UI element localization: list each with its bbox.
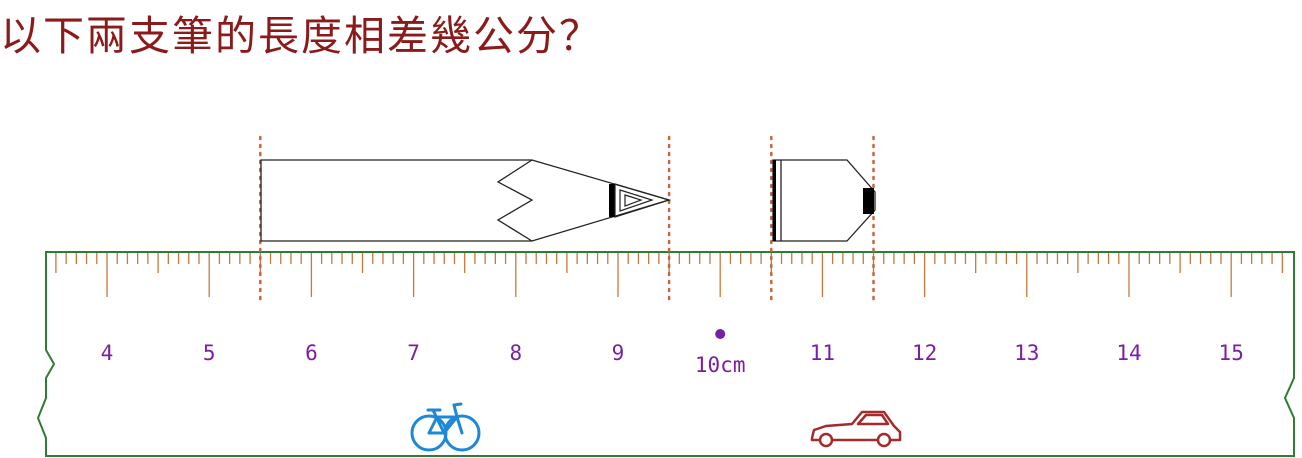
ruler-ticks bbox=[55, 253, 1283, 297]
ruler-label: 14 bbox=[1116, 341, 1141, 365]
ruler-label: 7 bbox=[407, 341, 420, 365]
ruler-label: 5 bbox=[203, 341, 216, 365]
ruler-label: 12 bbox=[912, 341, 937, 365]
short-pencil-end bbox=[773, 160, 776, 241]
long-pencil-body bbox=[260, 159, 672, 242]
ruler-label: 4 bbox=[101, 341, 114, 365]
long-pencil-sharpened-edge bbox=[496, 159, 534, 242]
long-pencil-lead-tip bbox=[614, 183, 672, 218]
ruler-label: 11 bbox=[810, 341, 835, 365]
ruler-label: 10cm bbox=[695, 353, 746, 377]
ten-cm-marker bbox=[715, 329, 726, 339]
bicycle-icon bbox=[410, 402, 481, 452]
long-pencil bbox=[260, 159, 672, 242]
short-pencil bbox=[772, 159, 876, 242]
short-pencil-body bbox=[772, 159, 876, 242]
long-pencil-lead-band bbox=[609, 184, 615, 217]
ruler-label: 13 bbox=[1014, 341, 1039, 365]
ruler-label: 9 bbox=[612, 341, 625, 365]
short-pencil-lead-tip bbox=[863, 188, 874, 214]
car-icon bbox=[810, 410, 902, 448]
ruler-labels: 4 5 6 7 8 9 10cm 11 12 13 14 15 bbox=[101, 341, 1244, 377]
ruler-body bbox=[36, 251, 1295, 457]
ruler-label: 8 bbox=[509, 341, 522, 365]
ruler: 4 5 6 7 8 9 10cm 11 12 13 14 15 bbox=[36, 251, 1295, 457]
measurement-guides bbox=[259, 135, 875, 302]
ruler-label: 15 bbox=[1219, 341, 1244, 365]
question-title: 以下兩支筆的長度相差幾公分？ bbox=[0, 12, 602, 60]
ruler-label: 6 bbox=[305, 341, 318, 365]
